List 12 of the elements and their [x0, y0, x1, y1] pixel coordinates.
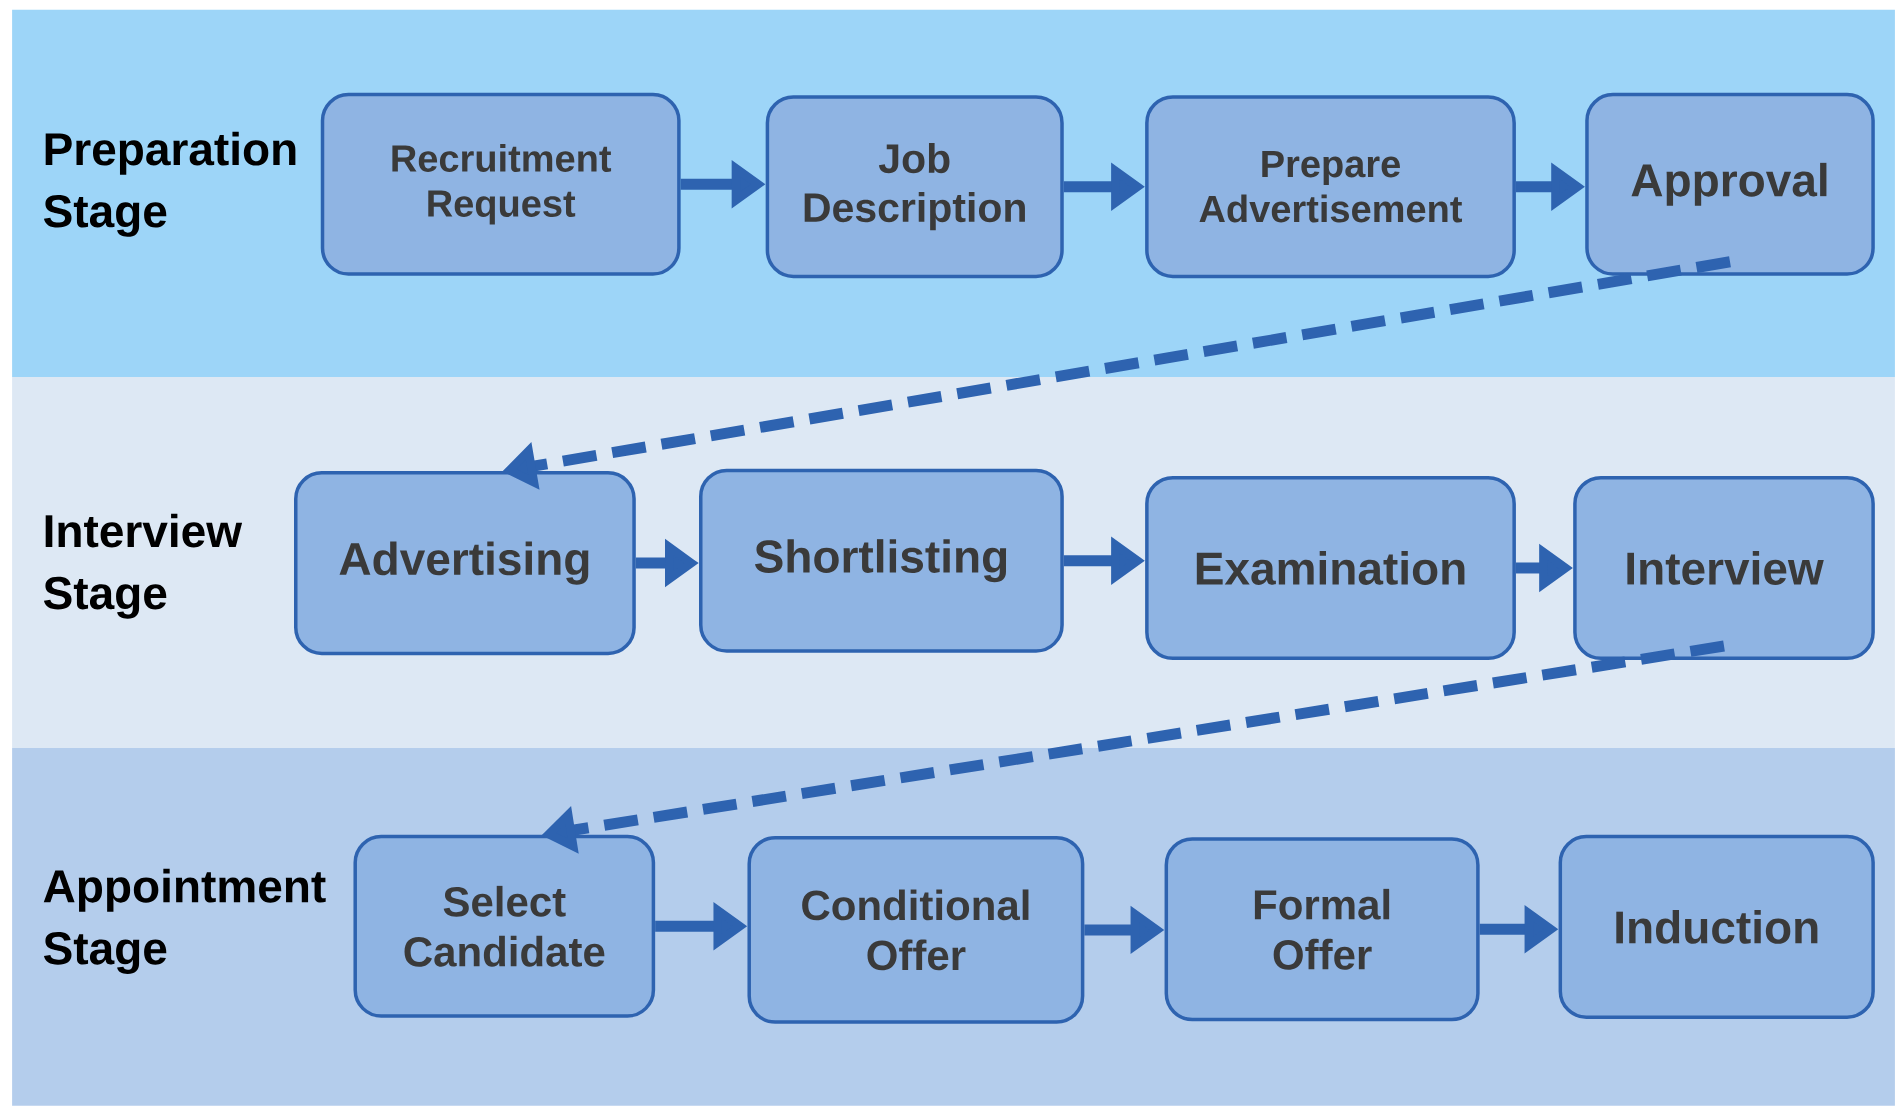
process-box: Advertising: [294, 471, 636, 656]
process-box: Induction: [1558, 834, 1875, 1019]
process-box: Approval: [1585, 92, 1875, 276]
process-box: Interview: [1573, 475, 1875, 661]
process-box: Formal Offer: [1164, 837, 1480, 1022]
process-box: Recruitment Request: [320, 92, 681, 276]
process-box: Select Candidate: [353, 834, 656, 1018]
process-box: Job Description: [765, 95, 1064, 279]
process-box: Prepare Advertisement: [1145, 95, 1516, 279]
process-box: Conditional Offer: [747, 836, 1085, 1024]
process-box: Examination: [1145, 475, 1516, 661]
process-box: Shortlisting: [699, 468, 1064, 653]
